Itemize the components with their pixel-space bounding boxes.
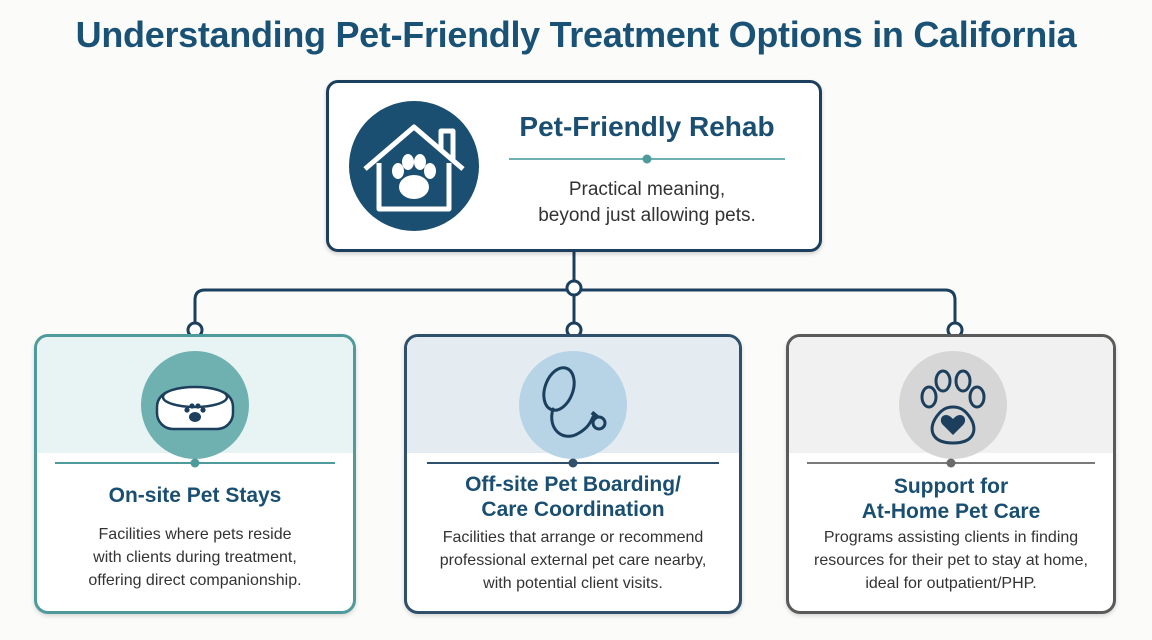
option-description: Facilities where pets reside with client… (88, 526, 302, 589)
divider (55, 458, 335, 468)
paw-heart-icon (920, 369, 986, 445)
option-description: Programs assisting clients in finding re… (814, 529, 1088, 592)
option-title: On-site Pet Stays (108, 484, 282, 507)
option-title: Support for At-Home Pet Care (861, 475, 1041, 523)
leash-icon (542, 366, 607, 438)
center-node-title: Pet-Friendly Rehab (519, 111, 775, 142)
icon-circle (141, 351, 249, 459)
icon-circle (349, 101, 479, 231)
option-card-off-site-boarding: Off-site Pet Boarding/ Care Coordination… (404, 334, 742, 614)
icon-circle (519, 351, 627, 459)
option-description: Facilities that arrange or recommend pro… (439, 529, 707, 592)
center-node-description: Practical meaning, beyond just allowing … (538, 179, 756, 226)
option-card-on-site-pet-stays: On-site Pet Stays Facilities where pets … (34, 334, 356, 614)
divider (427, 458, 719, 468)
pet-friendly-rehab-box: Pet-Friendly Rehab Practical meaning, be… (326, 80, 822, 252)
divider (509, 154, 785, 164)
option-card-at-home-pet-care: Support for At-Home Pet Care Programs as… (786, 334, 1116, 614)
divider (807, 458, 1095, 468)
icon-circle (899, 351, 1007, 459)
pet-bed-icon (155, 385, 235, 431)
house-paw-icon (363, 124, 465, 212)
option-title: Off-site Pet Boarding/ Care Coordination (465, 473, 681, 521)
connector-node-hub (565, 279, 583, 297)
page-title: Understanding Pet-Friendly Treatment Opt… (75, 14, 1077, 55)
